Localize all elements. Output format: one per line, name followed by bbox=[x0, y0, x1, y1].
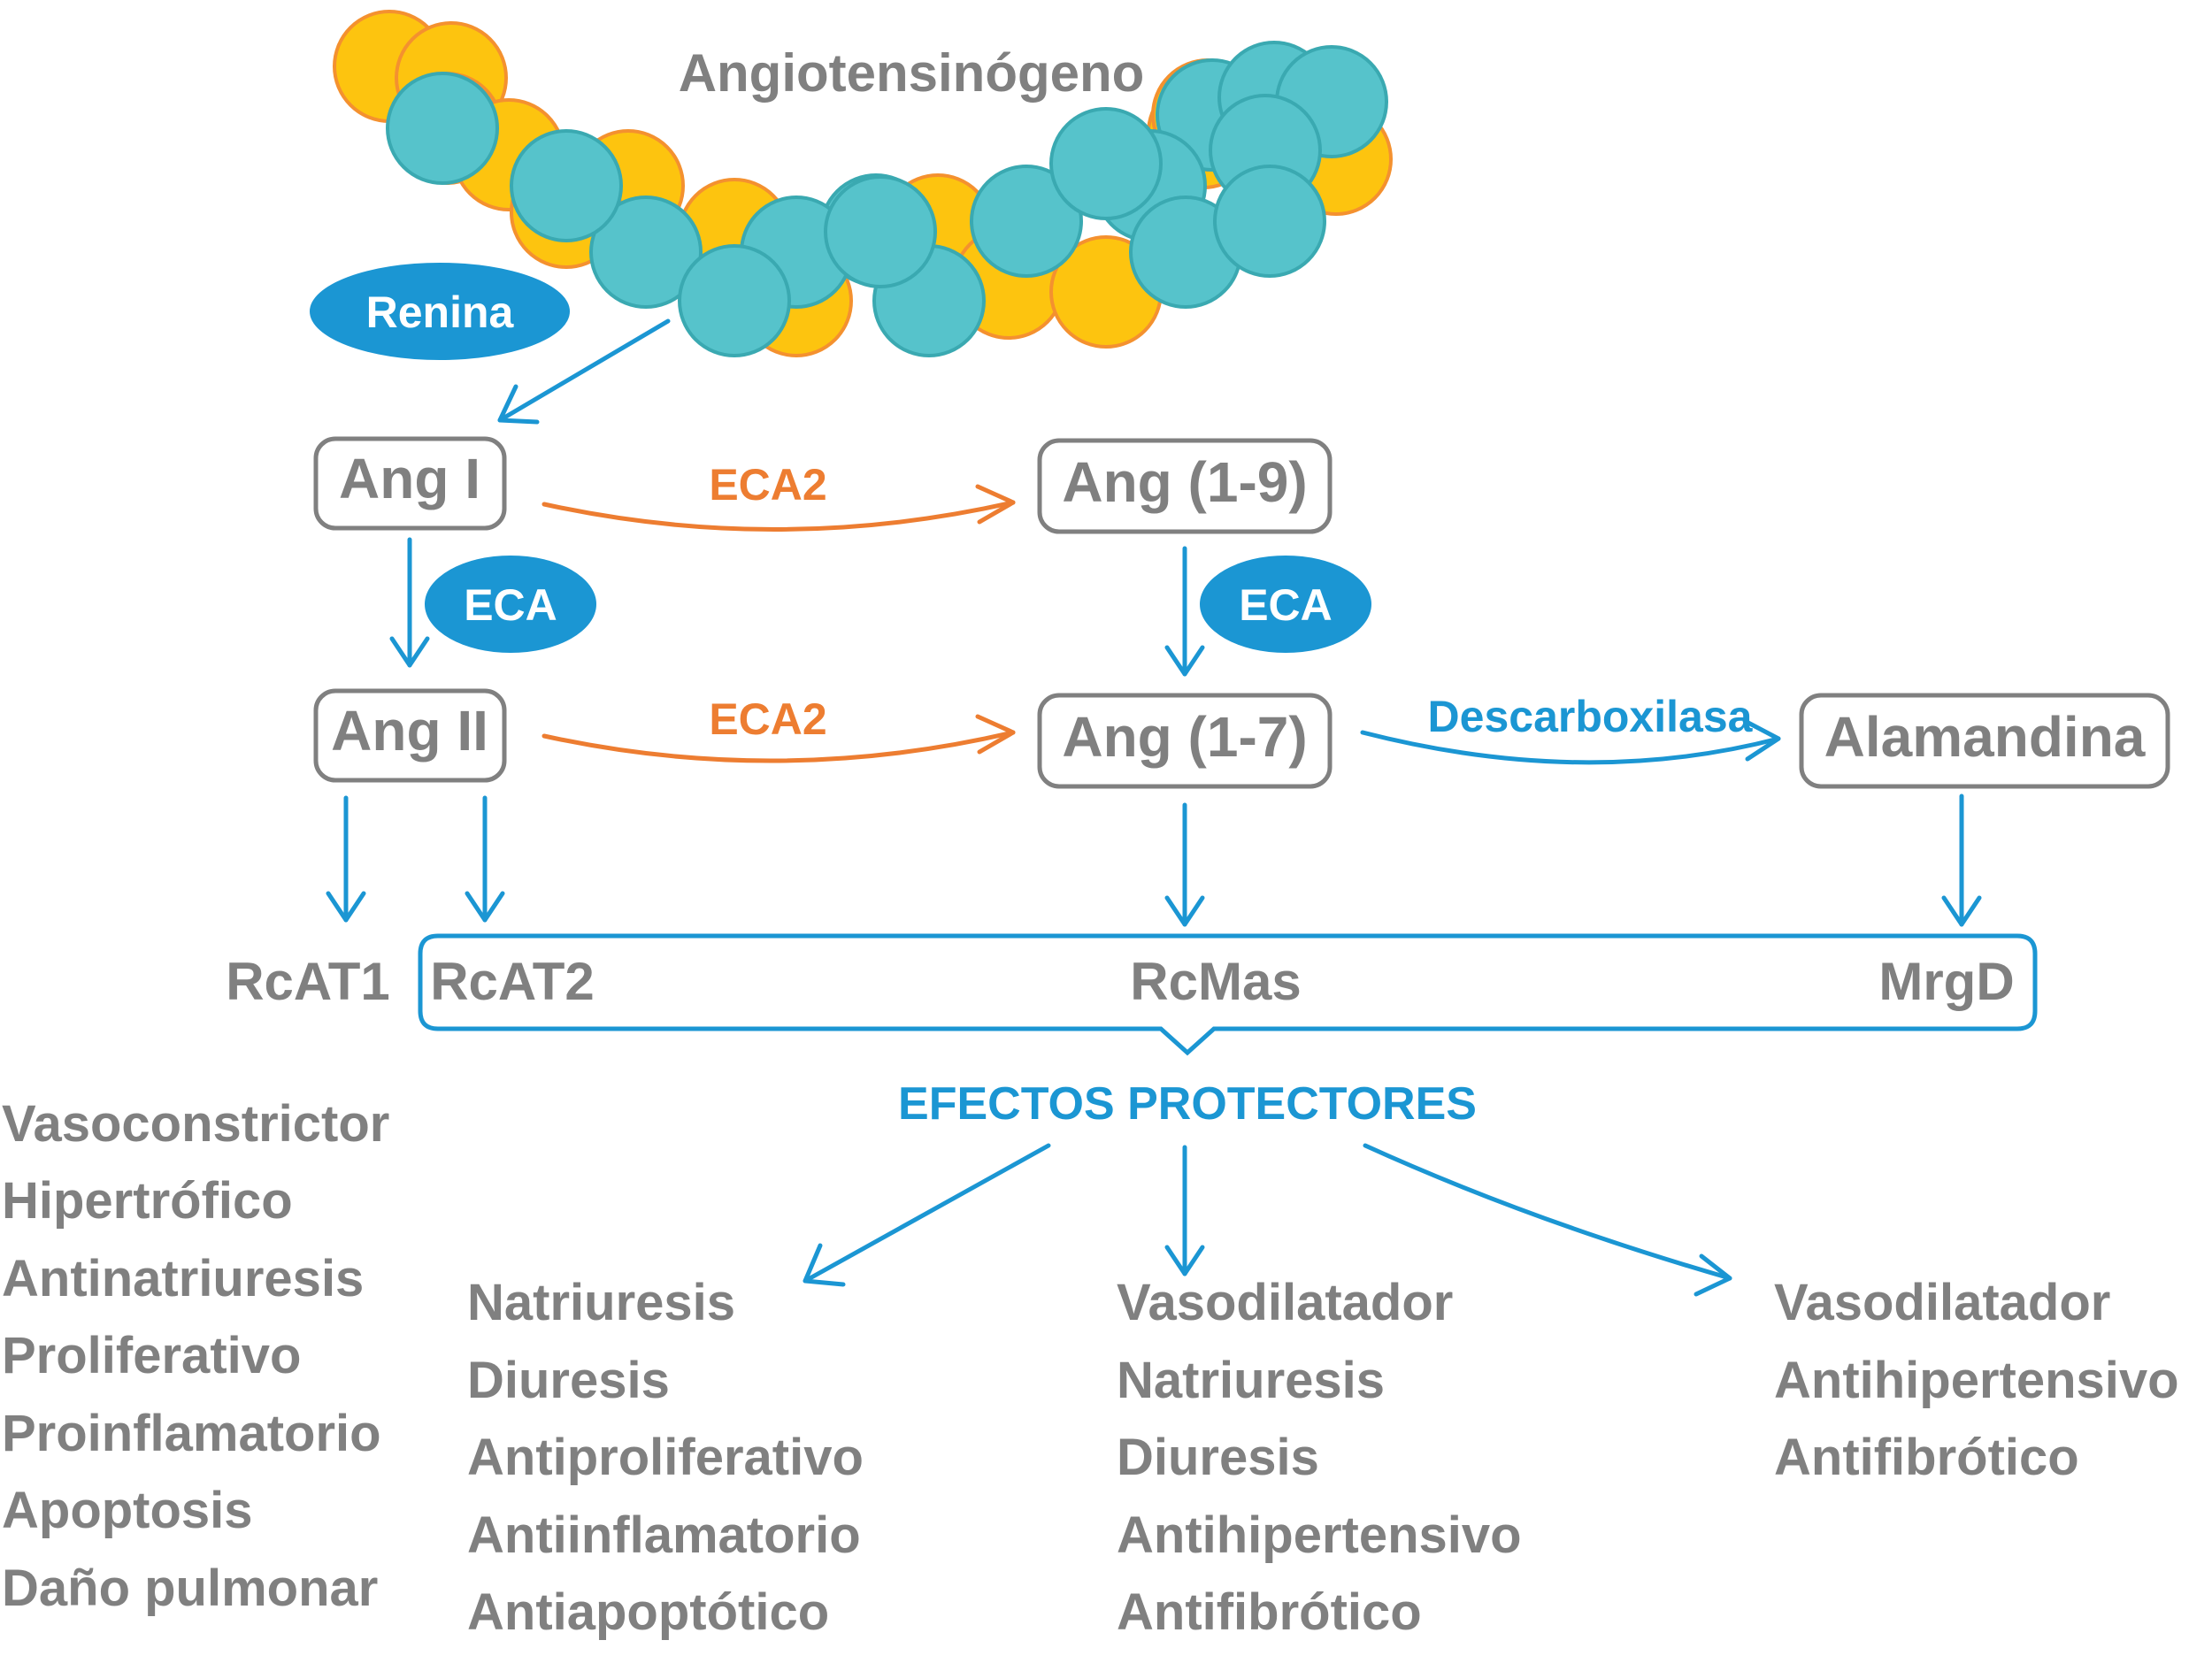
effect-item: Natriuresis bbox=[467, 1274, 735, 1331]
effect-item: Antinatriuresis bbox=[2, 1250, 364, 1307]
arrow-ang19-ang17 bbox=[1164, 546, 1205, 677]
arrow-ang2-rcat2 bbox=[465, 795, 505, 923]
effect-item: Proinflamatorio bbox=[2, 1405, 381, 1462]
teal-bead bbox=[1049, 107, 1163, 220]
ang2-label: Ang II bbox=[331, 699, 488, 763]
arrow-to-rcmas-effects bbox=[1164, 1145, 1205, 1276]
effect-item: Antiproliferativo bbox=[467, 1429, 864, 1486]
node-alamandina: Alamandina bbox=[1799, 693, 2170, 789]
protective-effects-label: EFECTOS PROTECTORES bbox=[898, 1078, 1477, 1130]
teal-bead bbox=[589, 195, 703, 309]
eca2-bottom-label: ECA2 bbox=[709, 694, 826, 744]
arrow-alamandina-mrgd bbox=[1941, 793, 1982, 927]
node-ang19: Ang (1-9) bbox=[1037, 438, 1333, 534]
arrowhead-eca2-bottom bbox=[975, 714, 1016, 755]
effect-item: Diuresis bbox=[1117, 1429, 1319, 1486]
effect-item: Vasodilatador bbox=[1774, 1274, 2110, 1331]
effect-item: Antiinflamatorio bbox=[467, 1506, 861, 1564]
eca-right-enzyme: ECA bbox=[1200, 556, 1371, 653]
arrow-to-mrgd-effects bbox=[1363, 1143, 1732, 1297]
effect-item: Antihipertensivo bbox=[1117, 1506, 1522, 1564]
teal-bead bbox=[1213, 165, 1326, 278]
eca-left-label: ECA bbox=[464, 580, 557, 630]
eca-left-enzyme: ECA bbox=[425, 556, 596, 653]
effect-item: Antihipertensivo bbox=[1774, 1352, 2179, 1409]
arrow-to-rcat2-effects bbox=[803, 1143, 1051, 1287]
angiotensinogen-bead-chain bbox=[333, 10, 1393, 357]
arrow-ang17-rcmas bbox=[1164, 802, 1205, 927]
renina-ellipse bbox=[310, 263, 570, 360]
node-ang17: Ang (1-7) bbox=[1037, 693, 1333, 789]
descarboxilasa-label: Descarboxilasa bbox=[1428, 692, 1754, 741]
eca-left-ellipse bbox=[425, 556, 596, 653]
effect-item: Daño pulmonar bbox=[2, 1560, 378, 1617]
ang19-label: Ang (1-9) bbox=[1062, 450, 1307, 514]
effect-item: Diuresis bbox=[467, 1352, 670, 1409]
arrow-renina bbox=[497, 318, 671, 425]
arrow-ang1-ang2 bbox=[389, 537, 430, 668]
node-ang2: Ang II bbox=[313, 688, 507, 783]
arrow-ang2-rcat1 bbox=[326, 795, 366, 923]
effect-item: Apoptosis bbox=[2, 1482, 253, 1539]
effects-rcat2: Natriuresis Diuresis Antiproliferativo A… bbox=[467, 1274, 864, 1641]
effect-item: Proliferativo bbox=[2, 1327, 301, 1384]
effects-rcat1: Vasoconstrictor Hipertrófico Antinatriur… bbox=[2, 1095, 389, 1617]
teal-bead bbox=[678, 244, 791, 357]
effect-item: Natriuresis bbox=[1117, 1352, 1385, 1409]
rcat1-label: RcAT1 bbox=[226, 952, 390, 1011]
arrow-descarboxilasa bbox=[1360, 730, 1781, 765]
receptor-group-box bbox=[418, 933, 2038, 1056]
arrowhead-eca2-top bbox=[975, 484, 1016, 525]
ang1-label: Ang I bbox=[339, 447, 480, 510]
arrow-eca2-bottom bbox=[541, 730, 1016, 763]
arrowhead-descarboxilasa bbox=[1742, 718, 1781, 762]
alamandina-label: Alamandina bbox=[1824, 705, 2146, 769]
eca-right-label: ECA bbox=[1239, 580, 1333, 630]
mrgd-label: MrgD bbox=[1878, 952, 2014, 1011]
effect-item: Vasodilatador bbox=[1117, 1274, 1453, 1331]
effects-mrgd: Vasodilatador Antihipertensivo Antifibró… bbox=[1774, 1274, 2179, 1486]
teal-bead bbox=[824, 175, 937, 288]
arrow-eca2-top bbox=[541, 500, 1016, 532]
effects-rcmas: Vasodilatador Natriuresis Diuresis Antih… bbox=[1117, 1274, 1522, 1641]
teal-bead bbox=[970, 165, 1083, 278]
effect-item: Antifibrótico bbox=[1117, 1583, 1422, 1641]
eca-right-ellipse bbox=[1200, 556, 1371, 653]
rcat2-label: RcAT2 bbox=[430, 952, 595, 1011]
angiotensinogen-label: Angiotensinógeno bbox=[679, 43, 1145, 103]
teal-bead bbox=[510, 129, 623, 242]
effect-item: Antiapoptótico bbox=[467, 1583, 829, 1641]
teal-bead bbox=[386, 72, 499, 185]
effect-item: Antifibrótico bbox=[1774, 1429, 2079, 1486]
effect-item: Hipertrófico bbox=[2, 1172, 293, 1230]
ang17-label: Ang (1-7) bbox=[1062, 705, 1307, 769]
rcmas-label: RcMas bbox=[1130, 952, 1301, 1011]
effect-item: Vasoconstrictor bbox=[2, 1095, 389, 1153]
eca2-top-label: ECA2 bbox=[709, 460, 826, 510]
node-ang1: Ang I bbox=[313, 436, 507, 531]
renina-label: Renina bbox=[366, 287, 515, 337]
renina-enzyme: Renina bbox=[310, 263, 570, 360]
